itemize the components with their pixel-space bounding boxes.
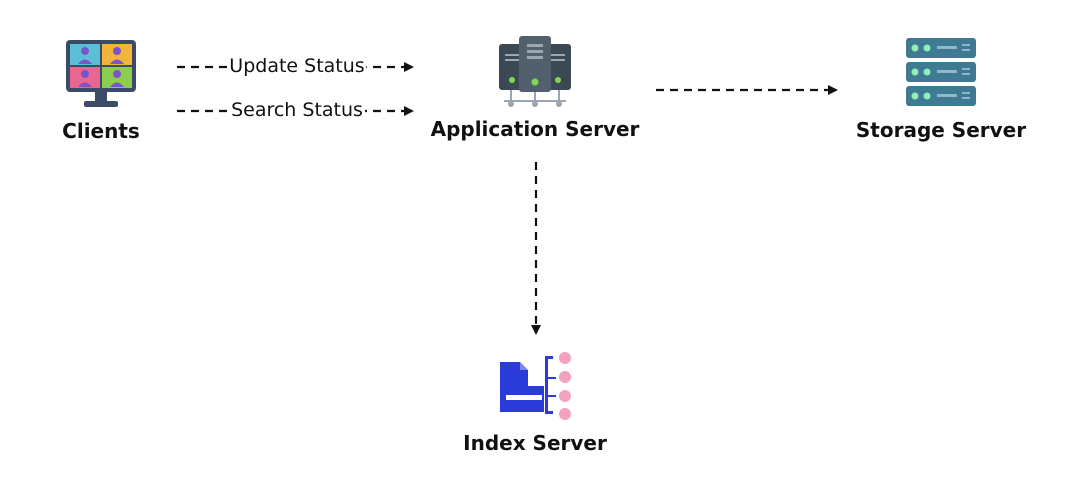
server-cluster-icon	[499, 36, 571, 107]
node-label-application-server: Application Server	[430, 117, 640, 141]
edge-label-update-status: Update Status	[227, 55, 367, 77]
node-label-storage-server: Storage Server	[855, 118, 1027, 142]
video-conference-monitor-icon	[66, 40, 136, 107]
document-index-icon	[500, 352, 571, 420]
node-label-clients: Clients	[62, 119, 140, 143]
node-label-index-server: Index Server	[463, 431, 607, 455]
edge-label-search-status: Search Status	[229, 99, 365, 121]
storage-rack-icon	[906, 38, 976, 106]
